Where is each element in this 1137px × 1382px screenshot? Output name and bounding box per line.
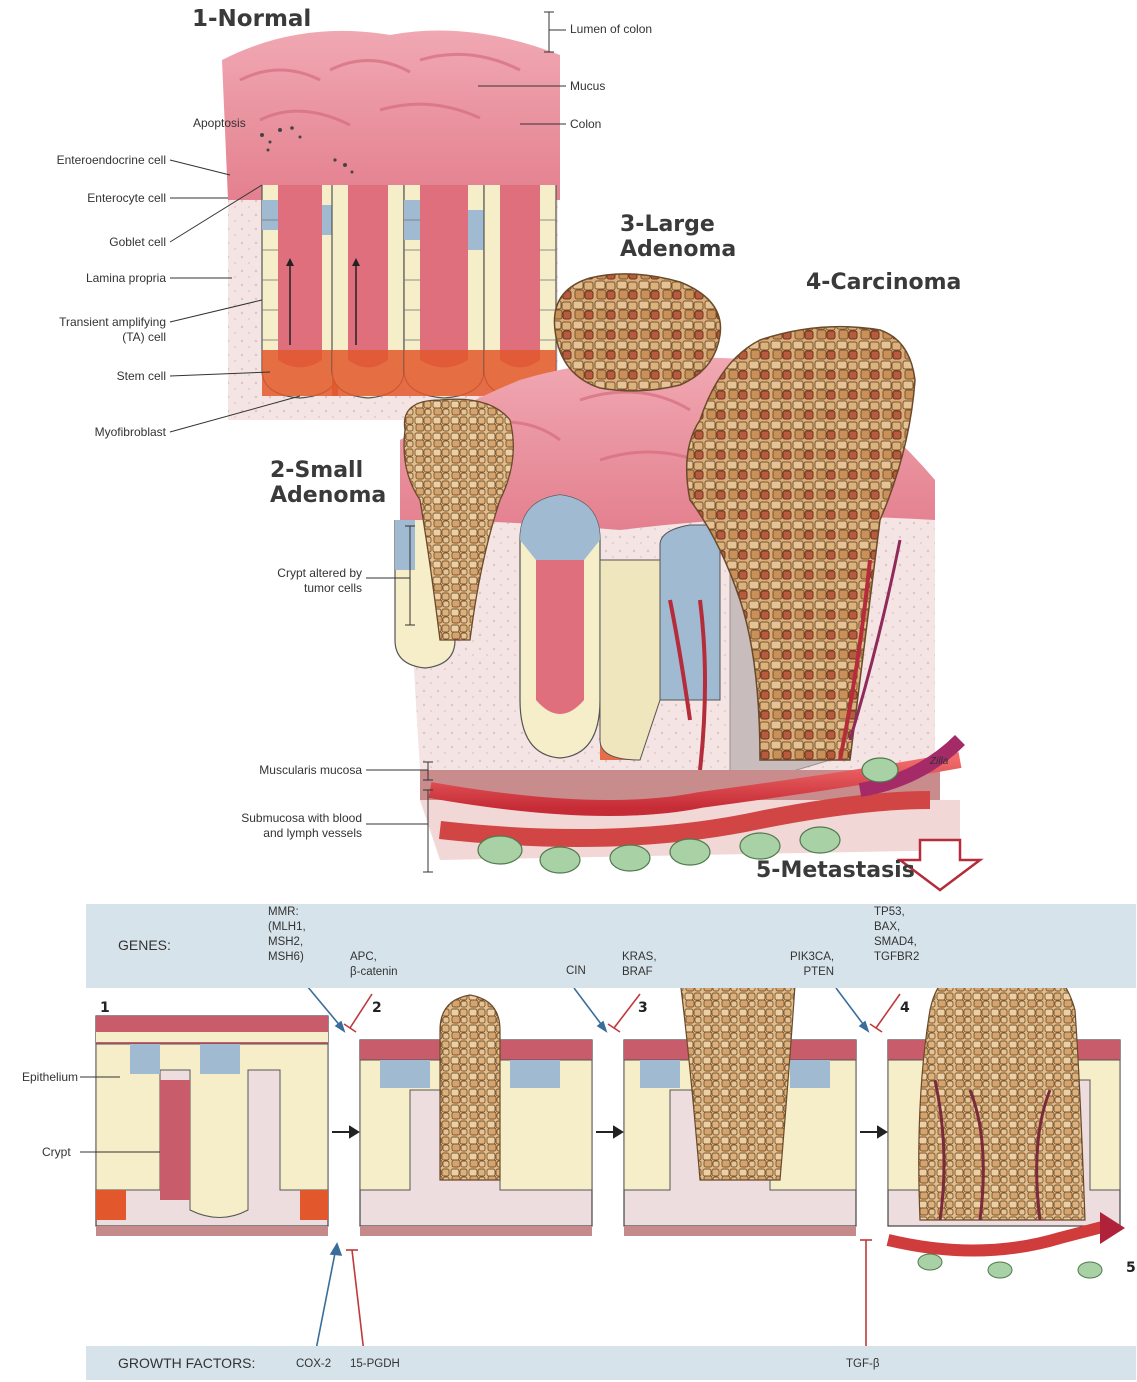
gene-mmr: MMR:(MLH1,MSH2,MSH6) — [268, 905, 306, 965]
panel-1 — [96, 1016, 328, 1236]
step-number-4: 4 — [900, 1000, 910, 1016]
label-crypt: Crypt — [42, 1145, 71, 1160]
genes-title: GENES: — [118, 937, 171, 955]
pathway-panels — [80, 940, 1125, 1370]
normal-crypt-3 — [404, 185, 484, 398]
gene-kras: KRAS,BRAF — [622, 950, 657, 980]
panel-2 — [360, 995, 592, 1236]
gene-apc: APC,β-catenin — [350, 950, 398, 980]
label-goblet: Goblet cell — [0, 235, 166, 250]
growth-factors-title: GROWTH FACTORS: — [118, 1355, 255, 1373]
genes-band — [86, 904, 1136, 988]
normal-crypt-1 — [262, 185, 338, 398]
gene-tp53: TP53,BAX,SMAD4,TGFBR2 — [874, 905, 919, 965]
artist-signature: Zilla — [930, 756, 948, 769]
stage-normal-title: 1-Normal — [192, 6, 311, 32]
step-number-1: 1 — [100, 1000, 110, 1016]
label-enteroendocrine: Enteroendocrine cell — [0, 153, 166, 168]
label-epithelium: Epithelium — [22, 1070, 78, 1085]
growth-factor-cox2: COX-2 — [296, 1357, 331, 1371]
growth-factor-pgdh: 15-PGDH — [350, 1357, 400, 1371]
label-apoptosis: Apoptosis — [193, 116, 246, 131]
label-lamina: Lamina propria — [0, 271, 166, 286]
label-muscularis: Muscularis mucosa — [200, 763, 362, 778]
label-enterocyte: Enterocyte cell — [0, 191, 166, 206]
label-lumen: Lumen of colon — [570, 22, 652, 37]
gene-cin: CIN — [566, 964, 586, 979]
step-number-3: 3 — [638, 1000, 648, 1016]
step-number-2: 2 — [372, 1000, 382, 1016]
gene-pik3ca: PIK3CA,PTEN — [790, 950, 834, 980]
label-ta-cell: Transient amplifying(TA) cell — [0, 315, 166, 345]
normal-crypt-2 — [332, 185, 404, 398]
step-number-5: 5 — [1126, 1260, 1136, 1276]
label-stem: Stem cell — [0, 369, 166, 384]
growth-factor-tgfb: TGF-β — [846, 1357, 879, 1371]
stage-carcinoma-title: 4-Carcinoma — [806, 270, 961, 295]
label-mucus: Mucus — [570, 79, 605, 94]
normal-tissue-block — [222, 31, 560, 421]
stage-metastasis-title: 5-Metastasis — [756, 858, 915, 883]
label-myofibroblast: Myofibroblast — [0, 425, 166, 440]
label-colon: Colon — [570, 117, 601, 132]
normal-crypt-4 — [484, 185, 556, 398]
panel-4 — [888, 950, 1125, 1278]
